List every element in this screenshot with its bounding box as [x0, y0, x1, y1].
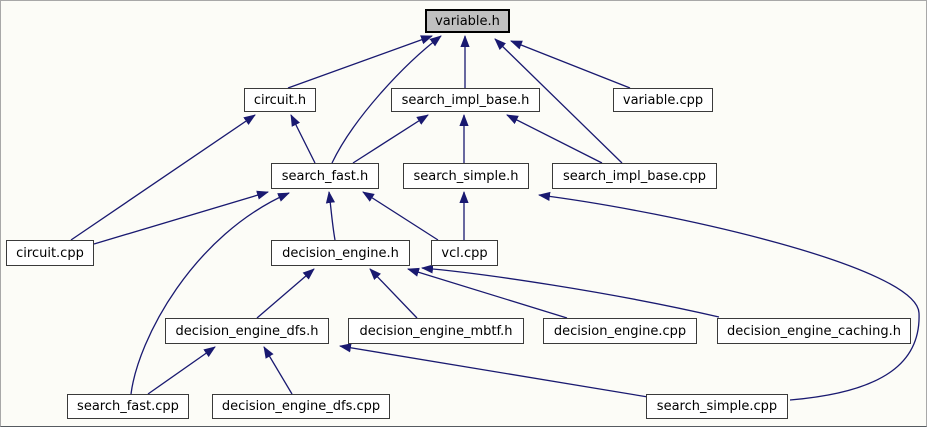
node-circuit_h[interactable]: circuit.h: [244, 88, 316, 112]
node-label: search_fast.cpp: [77, 399, 179, 414]
node-decision_engine_h[interactable]: decision_engine.h: [271, 240, 410, 266]
edge-circuit_cpp-to-circuit_h: [70, 114, 256, 241]
node-label: decision_engine_caching.h: [727, 323, 901, 339]
node-label: variable.cpp: [622, 92, 704, 108]
node-search_fast_cpp[interactable]: search_fast.cpp: [67, 394, 189, 419]
node-label: circuit.cpp: [16, 245, 84, 261]
node-label: search_simple.h: [413, 168, 519, 184]
node-decision_engine_mbtf_h[interactable]: decision_engine_mbtf.h: [348, 318, 524, 344]
edge-circuit_cpp-to-search_fast_h: [93, 190, 269, 245]
node-label: decision_engine_mbtf.h: [359, 323, 513, 339]
edge-decision_engine_caching_h-to-decision_engine_h: [421, 264, 720, 318]
edge-search_fast_cpp-to-search_fast_h: [130, 192, 290, 395]
edge-decision_engine_mbtf_h-to-decision_engine_h: [369, 268, 418, 319]
node-search_fast_h[interactable]: search_fast.h: [271, 163, 379, 189]
node-circuit_cpp[interactable]: circuit.cpp: [6, 240, 94, 266]
edge-search_fast_h-to-search_impl_base_h: [352, 114, 429, 164]
edge-decision_engine_dfs_cpp-to-decision_engine_dfs_h: [263, 346, 293, 395]
edge-search_impl_base_cpp-to-search_impl_base_h: [506, 114, 603, 164]
edge-search_simple_cpp-to-decision_engine_dfs_h: [339, 343, 649, 398]
edge-vcl_cpp-to-search_fast_h: [362, 191, 439, 241]
node-decision_engine_caching_h[interactable]: decision_engine_caching.h: [717, 318, 911, 344]
edge-decision_engine_h-to-search_fast_h: [325, 191, 336, 241]
edge-search_fast_cpp-to-decision_engine_dfs_h: [147, 346, 216, 395]
node-label: decision_engine_dfs.cpp: [221, 399, 381, 414]
node-label: vcl.cpp: [441, 245, 488, 261]
node-label: search_impl_base.h: [401, 92, 530, 108]
node-label: decision_engine.h: [282, 245, 399, 261]
node-variable_h: variable.h: [425, 9, 510, 33]
node-label: decision_engine.cpp: [553, 323, 687, 339]
edge-search_fast_h-to-circuit_h: [290, 114, 316, 164]
node-decision_engine_dfs_cpp[interactable]: decision_engine_dfs.cpp: [212, 394, 390, 419]
node-label: circuit.h: [253, 92, 307, 108]
node-label: decision_engine_dfs.h: [175, 323, 319, 339]
node-vcl_cpp[interactable]: vcl.cpp: [431, 240, 498, 266]
node-search_simple_h[interactable]: search_simple.h: [403, 163, 529, 189]
edge-variable_cpp-to-variable_h: [510, 40, 631, 89]
node-search_impl_base_cpp[interactable]: search_impl_base.cpp: [552, 163, 717, 189]
node-decision_engine_cpp[interactable]: decision_engine.cpp: [543, 318, 697, 344]
node-label: variable.h: [435, 13, 500, 29]
edge-search_simple_cpp-to-search_simple_h: [538, 191, 920, 401]
edge-circuit_h-to-variable_h: [287, 35, 433, 89]
node-label: search_fast.h: [281, 168, 369, 184]
node-label: search_impl_base.cpp: [562, 168, 707, 184]
node-search_simple_cpp[interactable]: search_simple.cpp: [646, 394, 788, 419]
node-variable_cpp[interactable]: variable.cpp: [613, 88, 713, 112]
edge-decision_engine_cpp-to-decision_engine_h: [407, 267, 568, 319]
edge-decision_engine_dfs_h-to-decision_engine_h: [256, 268, 315, 319]
node-search_impl_base_h[interactable]: search_impl_base.h: [391, 88, 540, 112]
node-label: search_simple.cpp: [656, 399, 778, 414]
node-decision_engine_dfs_h[interactable]: decision_engine_dfs.h: [165, 318, 329, 344]
